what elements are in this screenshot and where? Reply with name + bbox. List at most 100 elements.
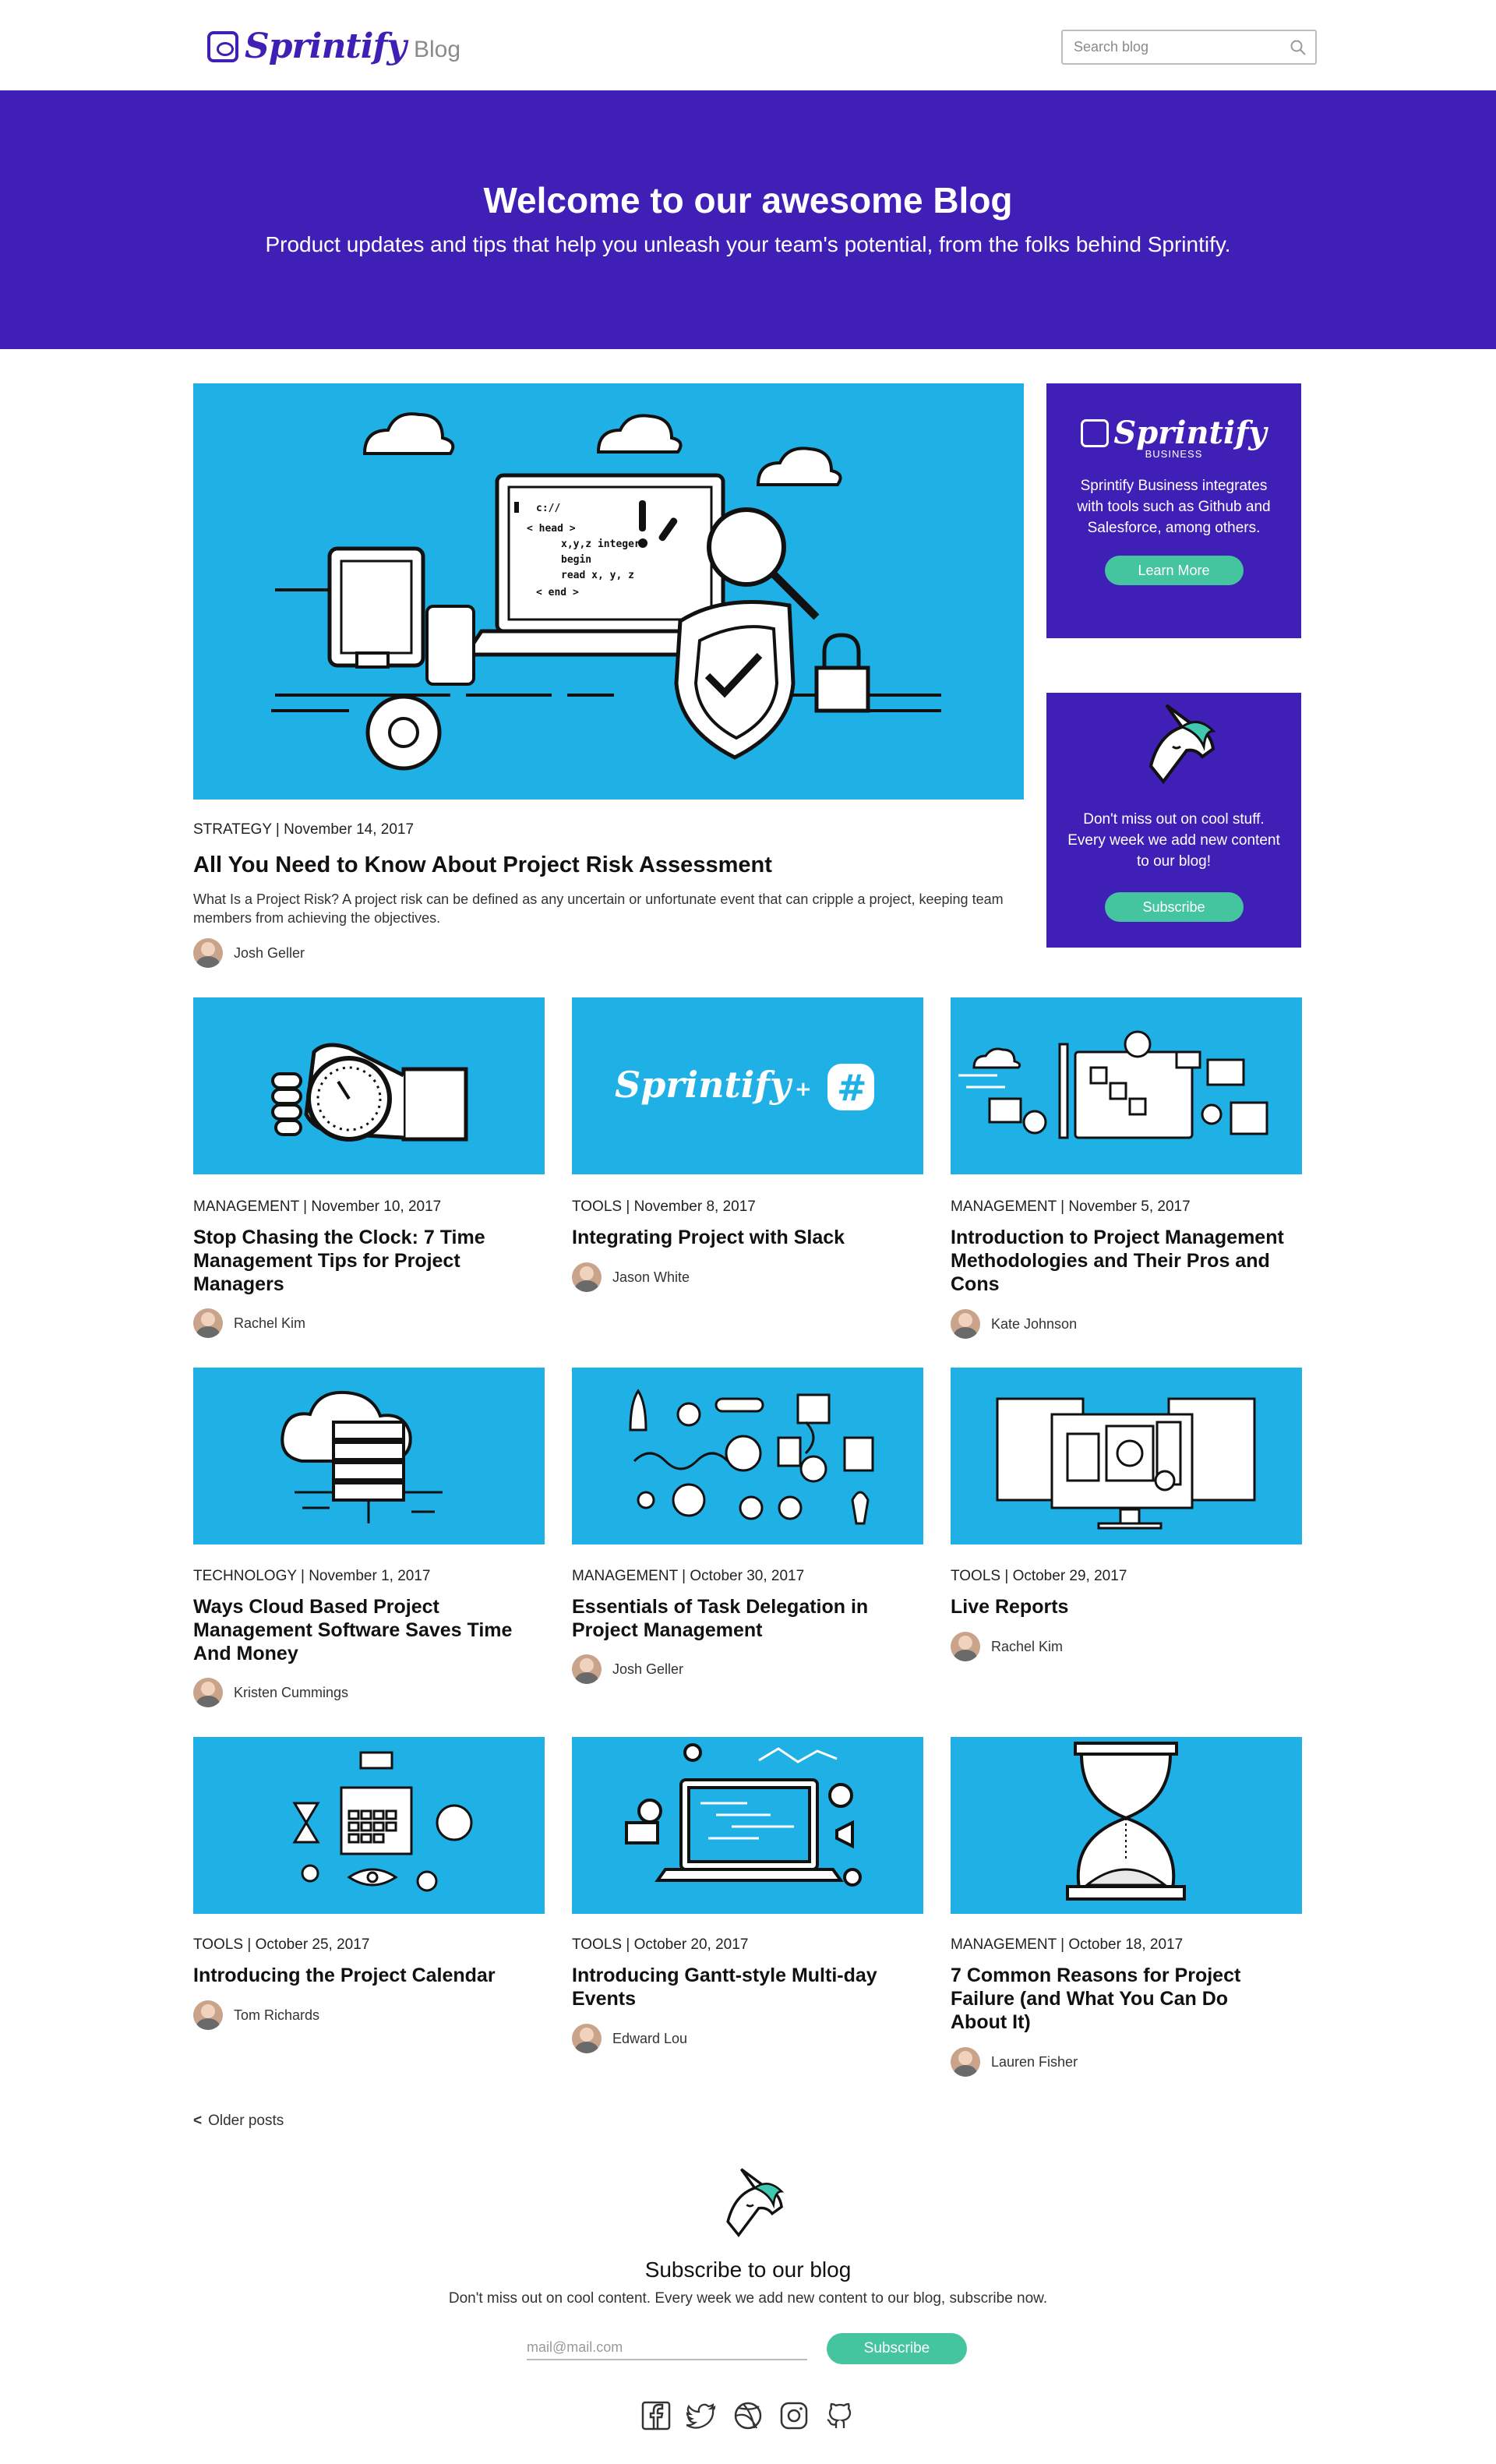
post-author[interactable]: Lauren Fisher [951,2047,1078,2077]
post-meta: MANAGEMENT | October 30, 2017 [572,1568,805,1584]
sidebar-subscribe-button[interactable]: Subscribe [1104,892,1244,922]
post-category[interactable]: TOOLS [572,1198,623,1215]
post-image[interactable] [572,1737,923,1914]
post-title[interactable]: Stop Chasing the Clock: 7 Time Managemen… [193,1227,485,1295]
post-date: November 8, 2017 [633,1198,756,1215]
author-name: Edward Lou [612,2030,688,2046]
post-category[interactable]: TOOLS [193,1936,244,1953]
logo-text: Sprintify [245,26,407,66]
email-field[interactable] [527,2335,807,2360]
post-image[interactable] [951,1368,1302,1544]
hourglass-illustration [1066,1742,1186,1901]
post-title[interactable]: Introducing the Project Calendar [193,1964,496,1986]
social-links [640,2400,870,2431]
post-category[interactable]: MANAGEMENT [572,1568,678,1584]
avatar [572,2024,602,2053]
post-category[interactable]: MANAGEMENT [951,1936,1057,1953]
hero-title: Welcome to our awesome Blog [483,180,1013,221]
author-name: Josh Geller [612,1661,684,1677]
post-image[interactable] [951,1737,1302,1914]
featured-excerpt: What Is a Project Risk? A project risk c… [193,891,1004,926]
reports-illustration [996,1397,1256,1530]
search-icon[interactable] [1289,38,1307,57]
author-name: Rachel Kim [991,1638,1064,1654]
avatar [951,1632,980,1661]
post-author[interactable]: Kristen Cummings [193,1678,348,1707]
instagram-icon[interactable] [778,2400,810,2431]
search-input[interactable] [1063,31,1273,63]
dribbble-icon[interactable] [732,2400,764,2431]
github-icon[interactable] [824,2400,856,2431]
post-category[interactable]: MANAGEMENT [951,1198,1057,1215]
svg-text:#: # [837,1067,867,1109]
twitter-icon[interactable] [686,2400,718,2431]
security-illustration: c:// < head > x,y,z integer begin read x… [271,412,941,771]
learn-more-button[interactable]: Learn More [1104,556,1244,585]
logo-suffix: Blog [413,36,461,62]
post-meta: MANAGEMENT | November 10, 2017 [193,1198,442,1215]
avatar [193,1308,223,1338]
featured-image[interactable]: c:// < head > x,y,z integer begin read x… [193,383,1024,800]
post-author[interactable]: Rachel Kim [193,1308,305,1338]
post-title[interactable]: Essentials of Task Delegation in Project… [572,1596,869,1641]
business-promo: Sprintify BUSINESS Sprintify Business in… [1046,383,1301,638]
post-title[interactable]: Introduction to Project Management Metho… [951,1227,1284,1295]
post-category[interactable]: TOOLS [951,1568,1001,1584]
author-name: Rachel Kim [234,1315,306,1331]
featured-title[interactable]: All You Need to Know About Project Risk … [193,853,772,877]
featured-category[interactable]: STRATEGY [193,821,272,838]
post-category[interactable]: TOOLS [572,1936,623,1953]
code-line-6: < end > [536,587,579,598]
post-author[interactable]: Rachel Kim [951,1632,1063,1661]
chevron-left-icon: < [193,2113,203,2129]
unicorn-icon [1148,704,1216,785]
post-date: October 30, 2017 [690,1568,805,1584]
post-meta: TOOLS | October 29, 2017 [951,1568,1127,1584]
post-author[interactable]: Tom Richards [193,2000,319,2030]
post-image[interactable] [951,997,1302,1174]
delegation-illustration [629,1389,874,1525]
author-name: Josh Geller [234,944,305,961]
post-title[interactable]: Integrating Project with Slack [572,1227,845,1248]
post-author[interactable]: Jason White [572,1262,690,1292]
logo-icon [207,30,238,62]
post-date: November 5, 2017 [1068,1198,1191,1215]
post-image[interactable] [193,1737,545,1914]
avatar [951,2047,980,2077]
post-title[interactable]: 7 Common Reasons for Project Failure (an… [951,1964,1241,2033]
post-title[interactable]: Introducing Gantt-style Multi-day Events [572,1964,877,2010]
gantt-laptop-illustration [625,1743,862,1887]
older-posts-link[interactable]: <Older posts [193,2113,284,2130]
author-name: Kristen Cummings [234,1684,349,1700]
post-category[interactable]: TECHNOLOGY [193,1568,297,1584]
featured-author[interactable]: Josh Geller [193,938,305,968]
avatar [193,2000,223,2030]
newsletter-text: Don't miss out on cool stuff. Every week… [1067,811,1280,870]
post-date: October 25, 2017 [255,1936,370,1953]
search-box [1061,30,1317,65]
author-name: Lauren Fisher [991,2053,1078,2070]
facebook-icon[interactable] [640,2400,672,2431]
methodologies-illustration [958,1030,1268,1139]
post-image[interactable] [193,1368,545,1544]
post-date: October 29, 2017 [1012,1568,1127,1584]
subscribe-button[interactable]: Subscribe [827,2333,967,2364]
post-image[interactable]: Sprintify + # [572,997,923,1174]
post-author[interactable]: Josh Geller [572,1654,683,1684]
logo[interactable]: Sprintify Blog [207,26,460,66]
post-title[interactable]: Live Reports [951,1596,1069,1618]
post-meta: MANAGEMENT | November 5, 2017 [951,1198,1191,1215]
post-image[interactable] [572,1368,923,1544]
post-category[interactable]: MANAGEMENT [193,1198,299,1215]
post-meta: TOOLS | October 25, 2017 [193,1936,370,1953]
avatar [572,1654,602,1684]
post-image[interactable] [193,997,545,1174]
post-date: October 20, 2017 [633,1936,749,1953]
post-author[interactable]: Kate Johnson [951,1309,1077,1339]
post-author[interactable]: Edward Lou [572,2024,687,2053]
code-line-2: < head > [527,523,576,535]
featured-meta: STRATEGY | November 14, 2017 [193,821,415,838]
post-title[interactable]: Ways Cloud Based Project Management Soft… [193,1596,513,1664]
avatar [572,1262,602,1292]
featured-date: November 14, 2017 [284,821,415,838]
